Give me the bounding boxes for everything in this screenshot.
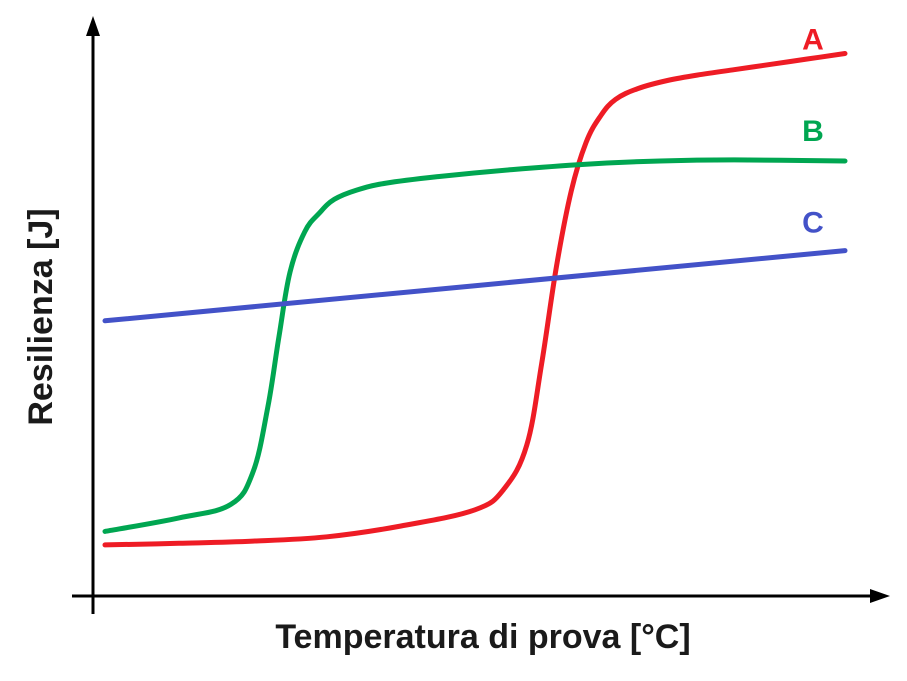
series-label-layer: A B C xyxy=(802,24,824,240)
x-axis-title: Temperatura di prova [°C] xyxy=(275,618,690,656)
series-label-a: A xyxy=(802,24,824,57)
series-layer xyxy=(102,51,848,548)
chart-axes xyxy=(72,16,890,614)
series-line-b xyxy=(102,157,848,534)
y-axis-title: Resilienza [J] xyxy=(22,208,60,425)
series-label-c: C xyxy=(802,207,824,240)
series-line-c xyxy=(102,248,848,324)
x-axis-arrowhead xyxy=(870,589,890,603)
y-axis-arrowhead xyxy=(86,16,100,36)
series-line-a xyxy=(102,51,848,548)
series-label-b: B xyxy=(802,115,824,148)
